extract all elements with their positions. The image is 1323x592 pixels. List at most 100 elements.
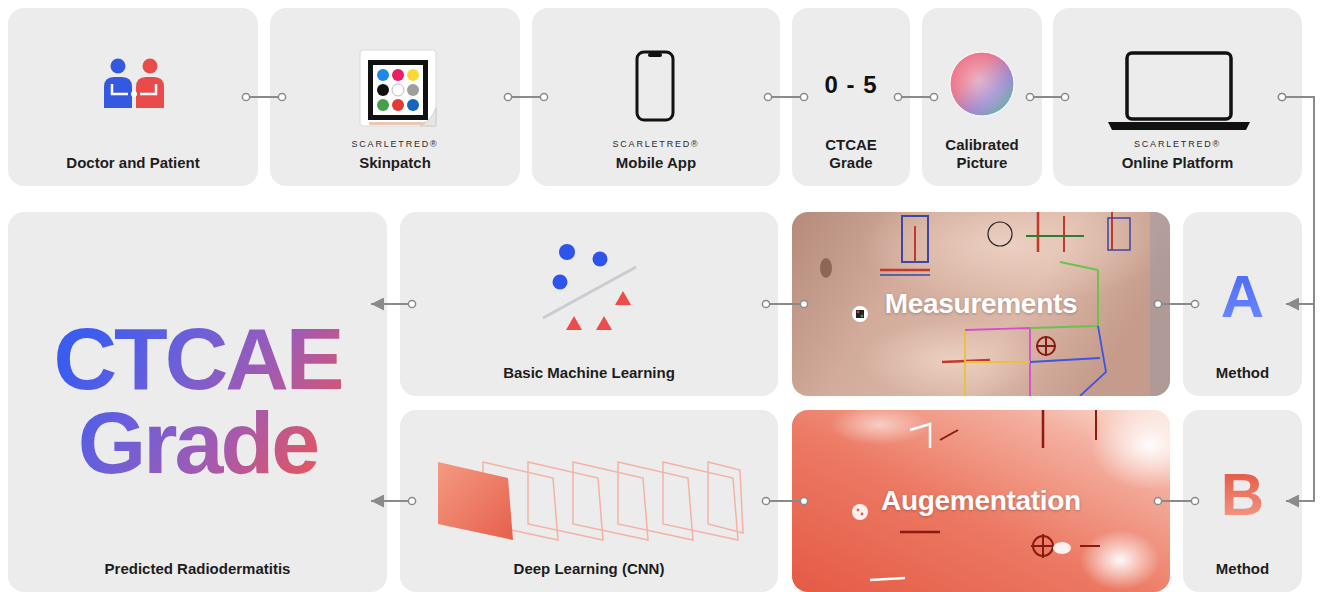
doctor-patient-icon-part (143, 59, 158, 74)
measurement-photo-part (1026, 235, 1084, 237)
skinpatch-icon (360, 50, 436, 126)
node-label: Online Platform (1122, 154, 1234, 172)
flow-connector (1158, 303, 1195, 305)
machine-learning-icon-part (615, 291, 631, 305)
method-box: BMethod (1183, 410, 1302, 592)
augmentation-photo (792, 410, 1170, 592)
augmentation-photo-part (857, 509, 860, 512)
measurement-photo (792, 212, 1170, 396)
actor-box: Doctor and Patient (8, 8, 258, 186)
augmentation-photo-part (1033, 536, 1053, 556)
phone-icon-part (637, 52, 673, 120)
photo-caption: Augementation (881, 485, 1081, 517)
skinpatch-icon-part (360, 50, 436, 126)
doctor-patient-icon-part (104, 77, 132, 108)
flow-connector (1030, 96, 1065, 98)
measurement-photo-part (820, 258, 832, 278)
machine-learning-icon-part (593, 252, 608, 267)
measurement-photo-part (860, 320, 1040, 396)
calibrated-picture-icon-part (950, 52, 1014, 116)
skinpatch-icon-part (369, 122, 427, 125)
augmentation-photo-part (940, 430, 958, 440)
brand-name: SCARLETRED® (352, 139, 439, 150)
measurement-photo-part (1150, 212, 1170, 396)
measurement-photo-part (1063, 216, 1065, 252)
process-box: Deep Learning (CNN) (400, 410, 778, 592)
skinpatch-icon-part (407, 84, 419, 96)
flow-connector (371, 303, 412, 305)
node-label: CTCAE Grade (808, 136, 894, 172)
cnn-layers-icon-part (573, 462, 648, 540)
flow-connector (768, 96, 804, 98)
machine-learning-icon-part (596, 316, 612, 330)
machine-learning-icon-part (543, 267, 636, 318)
measurement-photo-part (852, 306, 868, 322)
node-label: Deep Learning (CNN) (514, 560, 665, 578)
phone-icon-part (648, 53, 662, 57)
measurement-photo-part (914, 226, 916, 262)
augmentation-photo-part (910, 424, 930, 448)
measurement-photo-part (857, 311, 860, 314)
machine-learning-icon (543, 244, 636, 330)
node-label: Method (1216, 364, 1269, 382)
flow-connector (1282, 97, 1314, 304)
doctor-patient-icon-part (136, 77, 164, 108)
doctor-patient-icon-part (131, 91, 137, 97)
product-box: SCARLETRED®Online Platform (1053, 8, 1302, 186)
augmentation-photo-part (1090, 410, 1170, 490)
flow-connector (1158, 500, 1195, 502)
calibrated-picture-icon-part (950, 52, 1014, 116)
skinpatch-icon-part (377, 99, 389, 111)
measurement-photo-part (880, 269, 930, 272)
photo-box: Augementation (792, 410, 1170, 592)
grade-box: 0 - 5CTCAE Grade (792, 8, 910, 186)
doctor-patient-icon-part (140, 84, 156, 94)
augmentation-photo-part (792, 410, 1170, 592)
augmentation-photo-part (900, 531, 940, 534)
measurement-photo-part (1030, 270, 1098, 328)
skinpatch-icon-part (392, 84, 404, 96)
product-box: SCARLETRED®Skinpatch (270, 8, 520, 186)
measurement-photo-part (1108, 218, 1130, 250)
cnn-layers-icon (438, 462, 743, 540)
measurement-photo-part (880, 274, 930, 276)
skinpatch-icon-part (377, 84, 389, 96)
augmentation-photo-part (830, 410, 930, 445)
measurement-photo-part (988, 222, 1012, 246)
augmentation-photo-part (1042, 410, 1045, 448)
measurement-photo-part (942, 360, 990, 362)
node-label: Calibrated Picture (936, 136, 1028, 172)
node-label: Doctor and Patient (66, 154, 199, 172)
doctor-patient-icon-part (112, 84, 128, 94)
flow-connector (246, 96, 282, 98)
augmentation-photo-part (1053, 542, 1071, 554)
measurement-photo-part (1036, 345, 1056, 347)
measurement-photo-part (1080, 326, 1106, 396)
calibrated-picture-icon (950, 52, 1014, 116)
node-label: Mobile App (616, 154, 696, 172)
photo-box: Measurements (792, 212, 1170, 396)
augmentation-photo-part (861, 513, 864, 516)
augmentation-photo-part (1095, 410, 1097, 440)
measurement-photo-part (965, 328, 1030, 396)
cnn-layers-icon-part (483, 462, 558, 540)
skinpatch-icon-part (407, 99, 419, 111)
cnn-layers-icon-part (438, 462, 513, 540)
measurement-photo-part (1037, 337, 1055, 355)
flow-connector (508, 96, 544, 98)
cnn-layers-icon-part (528, 462, 603, 540)
skinpatch-icon-part (392, 69, 404, 81)
augmentation-photo-part (1031, 545, 1055, 547)
flow-connector (371, 500, 412, 502)
laptop-icon (1108, 53, 1250, 130)
skinpatch-icon-part (420, 108, 436, 126)
measurement-photo-part (1060, 262, 1098, 270)
measurement-photo-part (1045, 336, 1047, 356)
measurement-photo-part (792, 212, 1170, 396)
grade-title: CTCAE Grade (33, 317, 363, 485)
measurement-photo-part (860, 212, 1160, 305)
measurement-photo-part (902, 216, 928, 262)
